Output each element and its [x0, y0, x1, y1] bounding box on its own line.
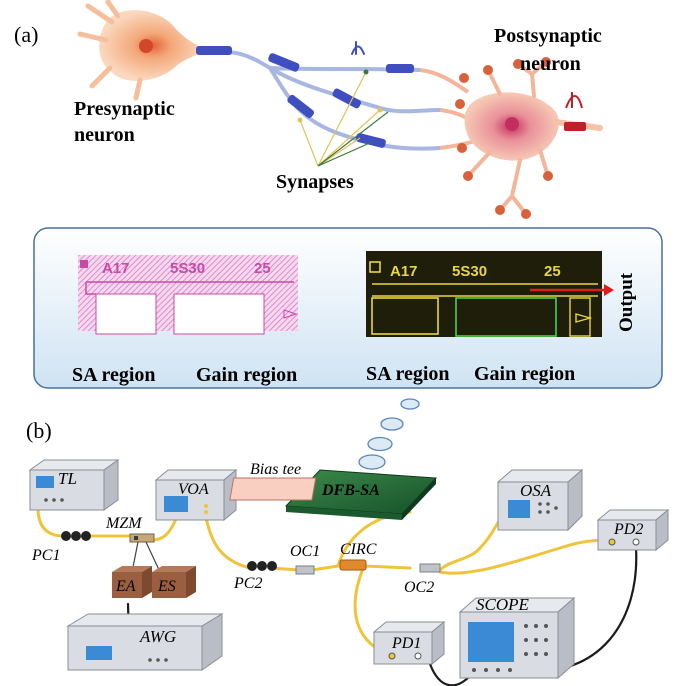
left-gain-region-label: Gain region	[196, 364, 297, 386]
left-sa-region-label: SA region	[72, 364, 156, 386]
voa-instrument: VOA	[154, 468, 238, 522]
scope-instrument: SCOPE	[458, 595, 576, 680]
oc1-coupler: OC1	[290, 543, 320, 575]
panel-a-label: (a)	[14, 22, 38, 47]
circulator: CIRC	[339, 541, 377, 571]
oc2-coupler: OC2	[404, 563, 441, 596]
es-source: ES	[152, 566, 196, 598]
presynaptic-label-line1: Presynaptic	[74, 98, 175, 120]
oc2-label: OC2	[404, 579, 434, 596]
pd1-detector: PD1	[372, 620, 446, 666]
photo-chip-num: 25	[544, 263, 561, 280]
dfb-sa-label: DFB-SA	[321, 482, 380, 499]
output-label: Output	[616, 272, 637, 332]
pc2-label: PC2	[233, 575, 262, 592]
axon	[196, 41, 442, 151]
postsynaptic-label-line1: Postsynaptic	[494, 25, 602, 47]
mzm-modulator: MZM	[105, 515, 161, 573]
pd2-detector: PD2	[596, 508, 670, 552]
synapse-pointers	[297, 69, 389, 167]
es-label: ES	[157, 578, 176, 595]
scope-label: SCOPE	[476, 595, 530, 614]
osa-label: OSA	[520, 481, 552, 500]
ea-label: EA	[115, 578, 136, 595]
tl-instrument: TL	[28, 459, 120, 511]
chip-mask-layout: A17 5S30 25	[78, 255, 298, 335]
pc1-label: PC1	[31, 547, 60, 564]
osa-instrument: OSA	[496, 468, 584, 532]
mzm-label: MZM	[105, 515, 143, 532]
pc1-component: PC1	[31, 531, 91, 564]
mask-chip-code: 5S30	[170, 260, 205, 277]
panel-b-label: (b)	[26, 418, 52, 443]
chip-photo: A17 5S30 25	[366, 251, 614, 337]
oc1-label: OC1	[290, 543, 320, 560]
thought-bubbles	[358, 398, 420, 470]
ea-amplifier: EA	[112, 566, 152, 598]
right-gain-region-label: Gain region	[474, 363, 575, 385]
postsynaptic-label-line2: neuron	[520, 53, 581, 75]
presynaptic-neuron-icon	[77, 0, 206, 101]
pc2-component: PC2	[233, 561, 277, 592]
postsynaptic-neuron-icon	[419, 57, 603, 219]
pd1-label: PD1	[391, 635, 421, 652]
synapses-label: Synapses	[276, 171, 354, 193]
awg-instrument: AWG	[66, 613, 224, 671]
presynaptic-label-line2: neuron	[74, 124, 135, 146]
circ-label: CIRC	[340, 541, 377, 558]
mask-chip-num: 25	[254, 260, 271, 277]
tl-label: TL	[58, 469, 77, 488]
awg-label: AWG	[139, 627, 176, 646]
photo-chip-code: 5S30	[452, 263, 487, 280]
bias-tee-label: Bias tee	[250, 461, 301, 478]
voa-label: VOA	[178, 481, 209, 498]
mask-chip-id: A17	[102, 260, 130, 277]
photo-chip-id: A17	[390, 263, 418, 280]
pd2-label: PD2	[613, 521, 643, 538]
dfb-sa-chip: DFB-SA	[229, 469, 438, 520]
right-sa-region-label: SA region	[366, 363, 450, 385]
